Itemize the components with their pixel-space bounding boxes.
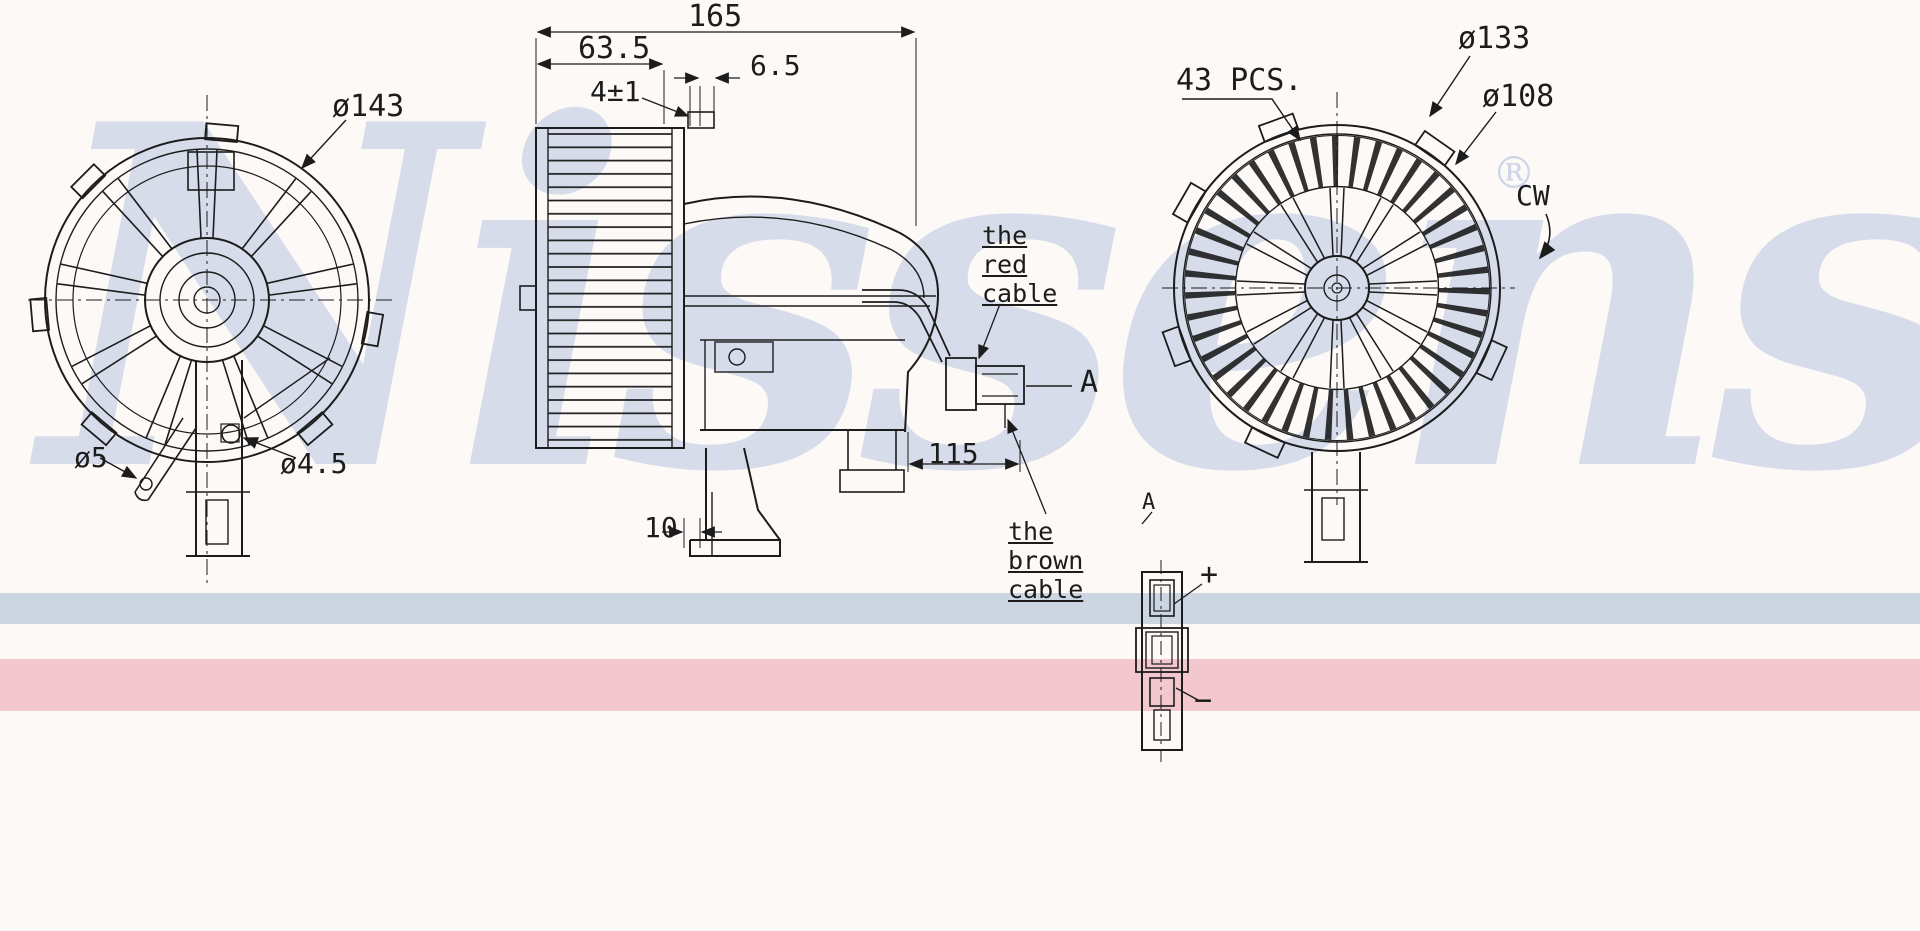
dim-foot: 10 xyxy=(644,511,678,544)
registered-trademark-icon: ® xyxy=(1492,148,1536,199)
dim-total-length: 165 xyxy=(688,0,743,34)
dim-right-outer-diameter: ø133 xyxy=(1458,21,1531,56)
dim-gap: 6.5 xyxy=(750,49,801,82)
brand-band-blue xyxy=(0,593,1920,624)
label-negative-terminal: − xyxy=(1194,683,1213,718)
dim-tolerance: 4±1 xyxy=(590,75,641,108)
note-red-cable: the red cable xyxy=(982,221,1058,308)
section-marker-a: A xyxy=(1080,365,1099,400)
label-blade-count: 43 PCS. xyxy=(1176,63,1303,98)
rear-view-drawing xyxy=(1141,55,1556,563)
dim-left-hole-small: ø5 xyxy=(74,441,108,474)
front-view-drawing xyxy=(28,95,392,585)
dim-right-inner-diameter: ø108 xyxy=(1482,79,1555,114)
connector-detail-drawing xyxy=(1135,560,1203,762)
dim-connector-offset: 115 xyxy=(928,437,979,470)
label-positive-terminal: + xyxy=(1200,557,1219,592)
side-view-drawing xyxy=(519,26,1072,557)
label-rotation-cw: CW xyxy=(1516,179,1550,212)
note-brown-cable: the brown cable xyxy=(1008,517,1084,604)
dim-left-outer-diameter: ø143 xyxy=(332,89,405,124)
detail-marker-a: A xyxy=(1142,490,1156,515)
dim-cage-width: 63.5 xyxy=(578,31,651,66)
dim-left-hole-bracket: ø4.5 xyxy=(280,447,348,480)
brand-band-pink xyxy=(0,659,1920,711)
